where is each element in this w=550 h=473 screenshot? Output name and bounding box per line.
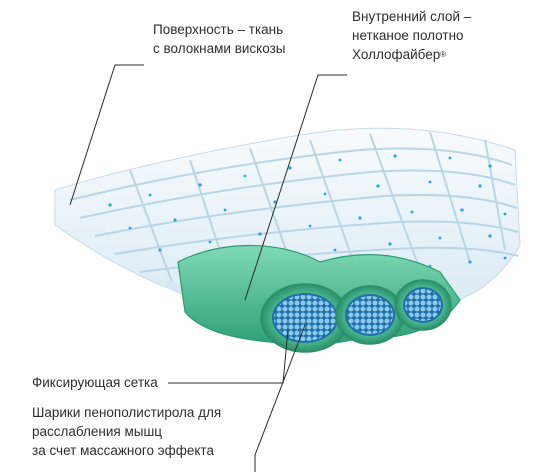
registered-mark: ®	[440, 50, 447, 59]
leader-inner-layer	[244, 74, 347, 301]
quilt-rows	[69, 131, 519, 297]
leader-lines	[69, 64, 347, 472]
viscose-fiber-dots	[108, 154, 507, 268]
label-surface-line2: с волокнами вискозы	[153, 41, 286, 56]
label-balls: Шарики пенополистирола для расслабления …	[32, 404, 221, 459]
polystyrene-bead-tubes	[260, 279, 452, 353]
label-inner-layer-line3-wrap: Холлофайбер®	[352, 46, 471, 63]
label-balls-line2: расслабления мышц	[32, 424, 163, 439]
leader-balls	[254, 324, 306, 472]
label-inner-layer-line2: нетканое полотно	[352, 28, 464, 43]
label-surface: Поверхность – ткань с волокнами вискозы	[153, 21, 285, 57]
bead-tube-2	[335, 285, 405, 345]
label-balls-line1: Шарики пенополистирола для	[32, 405, 222, 420]
leader-surface	[69, 64, 144, 206]
label-net-line1: Фиксирующая сетка	[32, 375, 158, 390]
label-net: Фиксирующая сетка	[32, 374, 158, 391]
label-inner-layer: Внутренний слой – нетканое полотно Холло…	[352, 8, 471, 63]
bead-tube-1	[260, 283, 350, 353]
label-balls-line3: за счет массажного эффекта	[32, 443, 214, 458]
label-inner-layer-line1: Внутренний слой –	[352, 9, 472, 24]
bead-tube-3	[394, 279, 452, 331]
label-surface-line1: Поверхность – ткань	[153, 22, 284, 37]
label-inner-layer-line3: Холлофайбер	[352, 47, 441, 62]
